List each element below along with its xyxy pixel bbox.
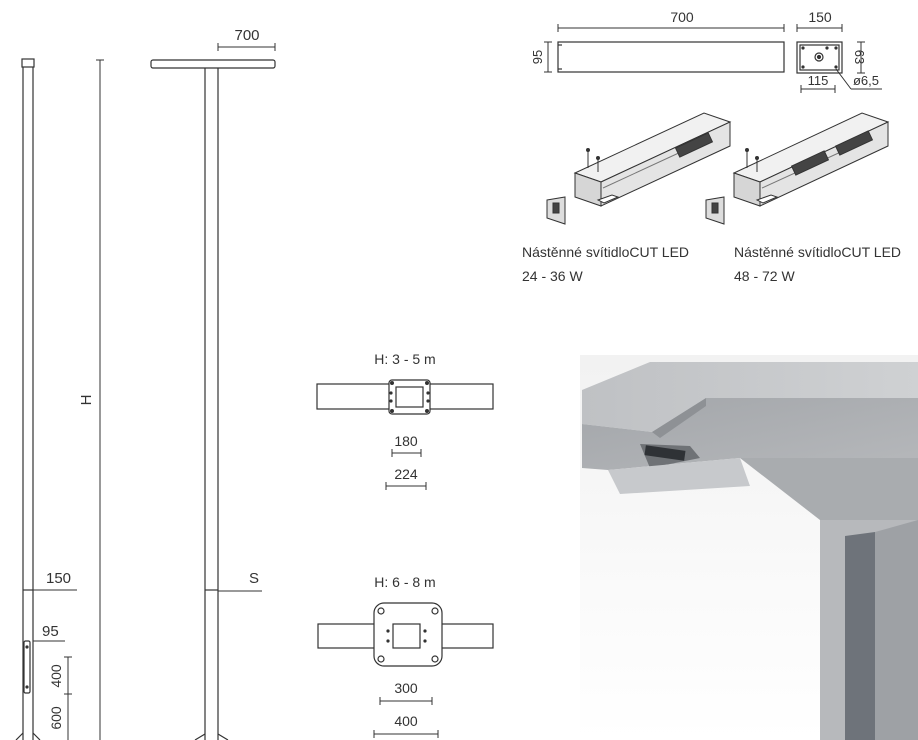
caption-left: Nástěnné svítidloCUT LED 24 - 36 W	[522, 240, 689, 288]
hole-spacing-label: 115	[808, 73, 829, 88]
caption-left-title: Nástěnné svítidloCUT LED	[522, 244, 690, 260]
bracket-front-view	[796, 41, 843, 74]
large-plate-drawing	[317, 602, 494, 667]
fixture-side-view	[557, 41, 785, 73]
fixture-height-label: 95	[530, 50, 545, 64]
door-height-label: 400	[48, 664, 64, 688]
small-plate-drawing	[316, 379, 494, 415]
t-pole-elevation	[150, 59, 276, 740]
height-label: H	[78, 395, 95, 406]
pole-bottom-label: S	[249, 570, 259, 587]
small-plate-inner-label: 180	[394, 433, 418, 449]
small-plate-outer-label: 224	[394, 466, 418, 482]
large-plate-title: H: 6 - 8 m	[374, 574, 435, 590]
caption-right-title: Nástěnné svítidloCUT LED	[734, 244, 902, 260]
door-width-label: 95	[42, 623, 59, 640]
door-base-label: 600	[48, 706, 64, 730]
bracket-width-label: 150	[808, 9, 832, 25]
arm-width-label: 700	[234, 27, 259, 44]
caption-right: Nástěnné svítidloCUT LED 48 - 72 W	[734, 240, 901, 288]
fixture-iso-small	[546, 112, 732, 225]
large-plate-inner-label: 300	[394, 680, 418, 696]
pole-top-label: 150	[46, 570, 71, 587]
product-photo	[580, 355, 918, 740]
small-plate-title: H: 3 - 5 m	[374, 351, 435, 367]
pole-elevation	[15, 58, 41, 740]
caption-right-power: 48 - 72 W	[734, 268, 795, 284]
bracket-depth-label: 63	[852, 50, 867, 64]
fixture-length-label: 700	[670, 9, 694, 25]
caption-left-power: 24 - 36 W	[522, 268, 583, 284]
fixture-iso-large	[705, 112, 890, 225]
hole-diameter-label: ø6,5	[853, 73, 879, 88]
height-dimension	[96, 59, 104, 740]
large-plate-outer-label: 400	[394, 713, 418, 729]
